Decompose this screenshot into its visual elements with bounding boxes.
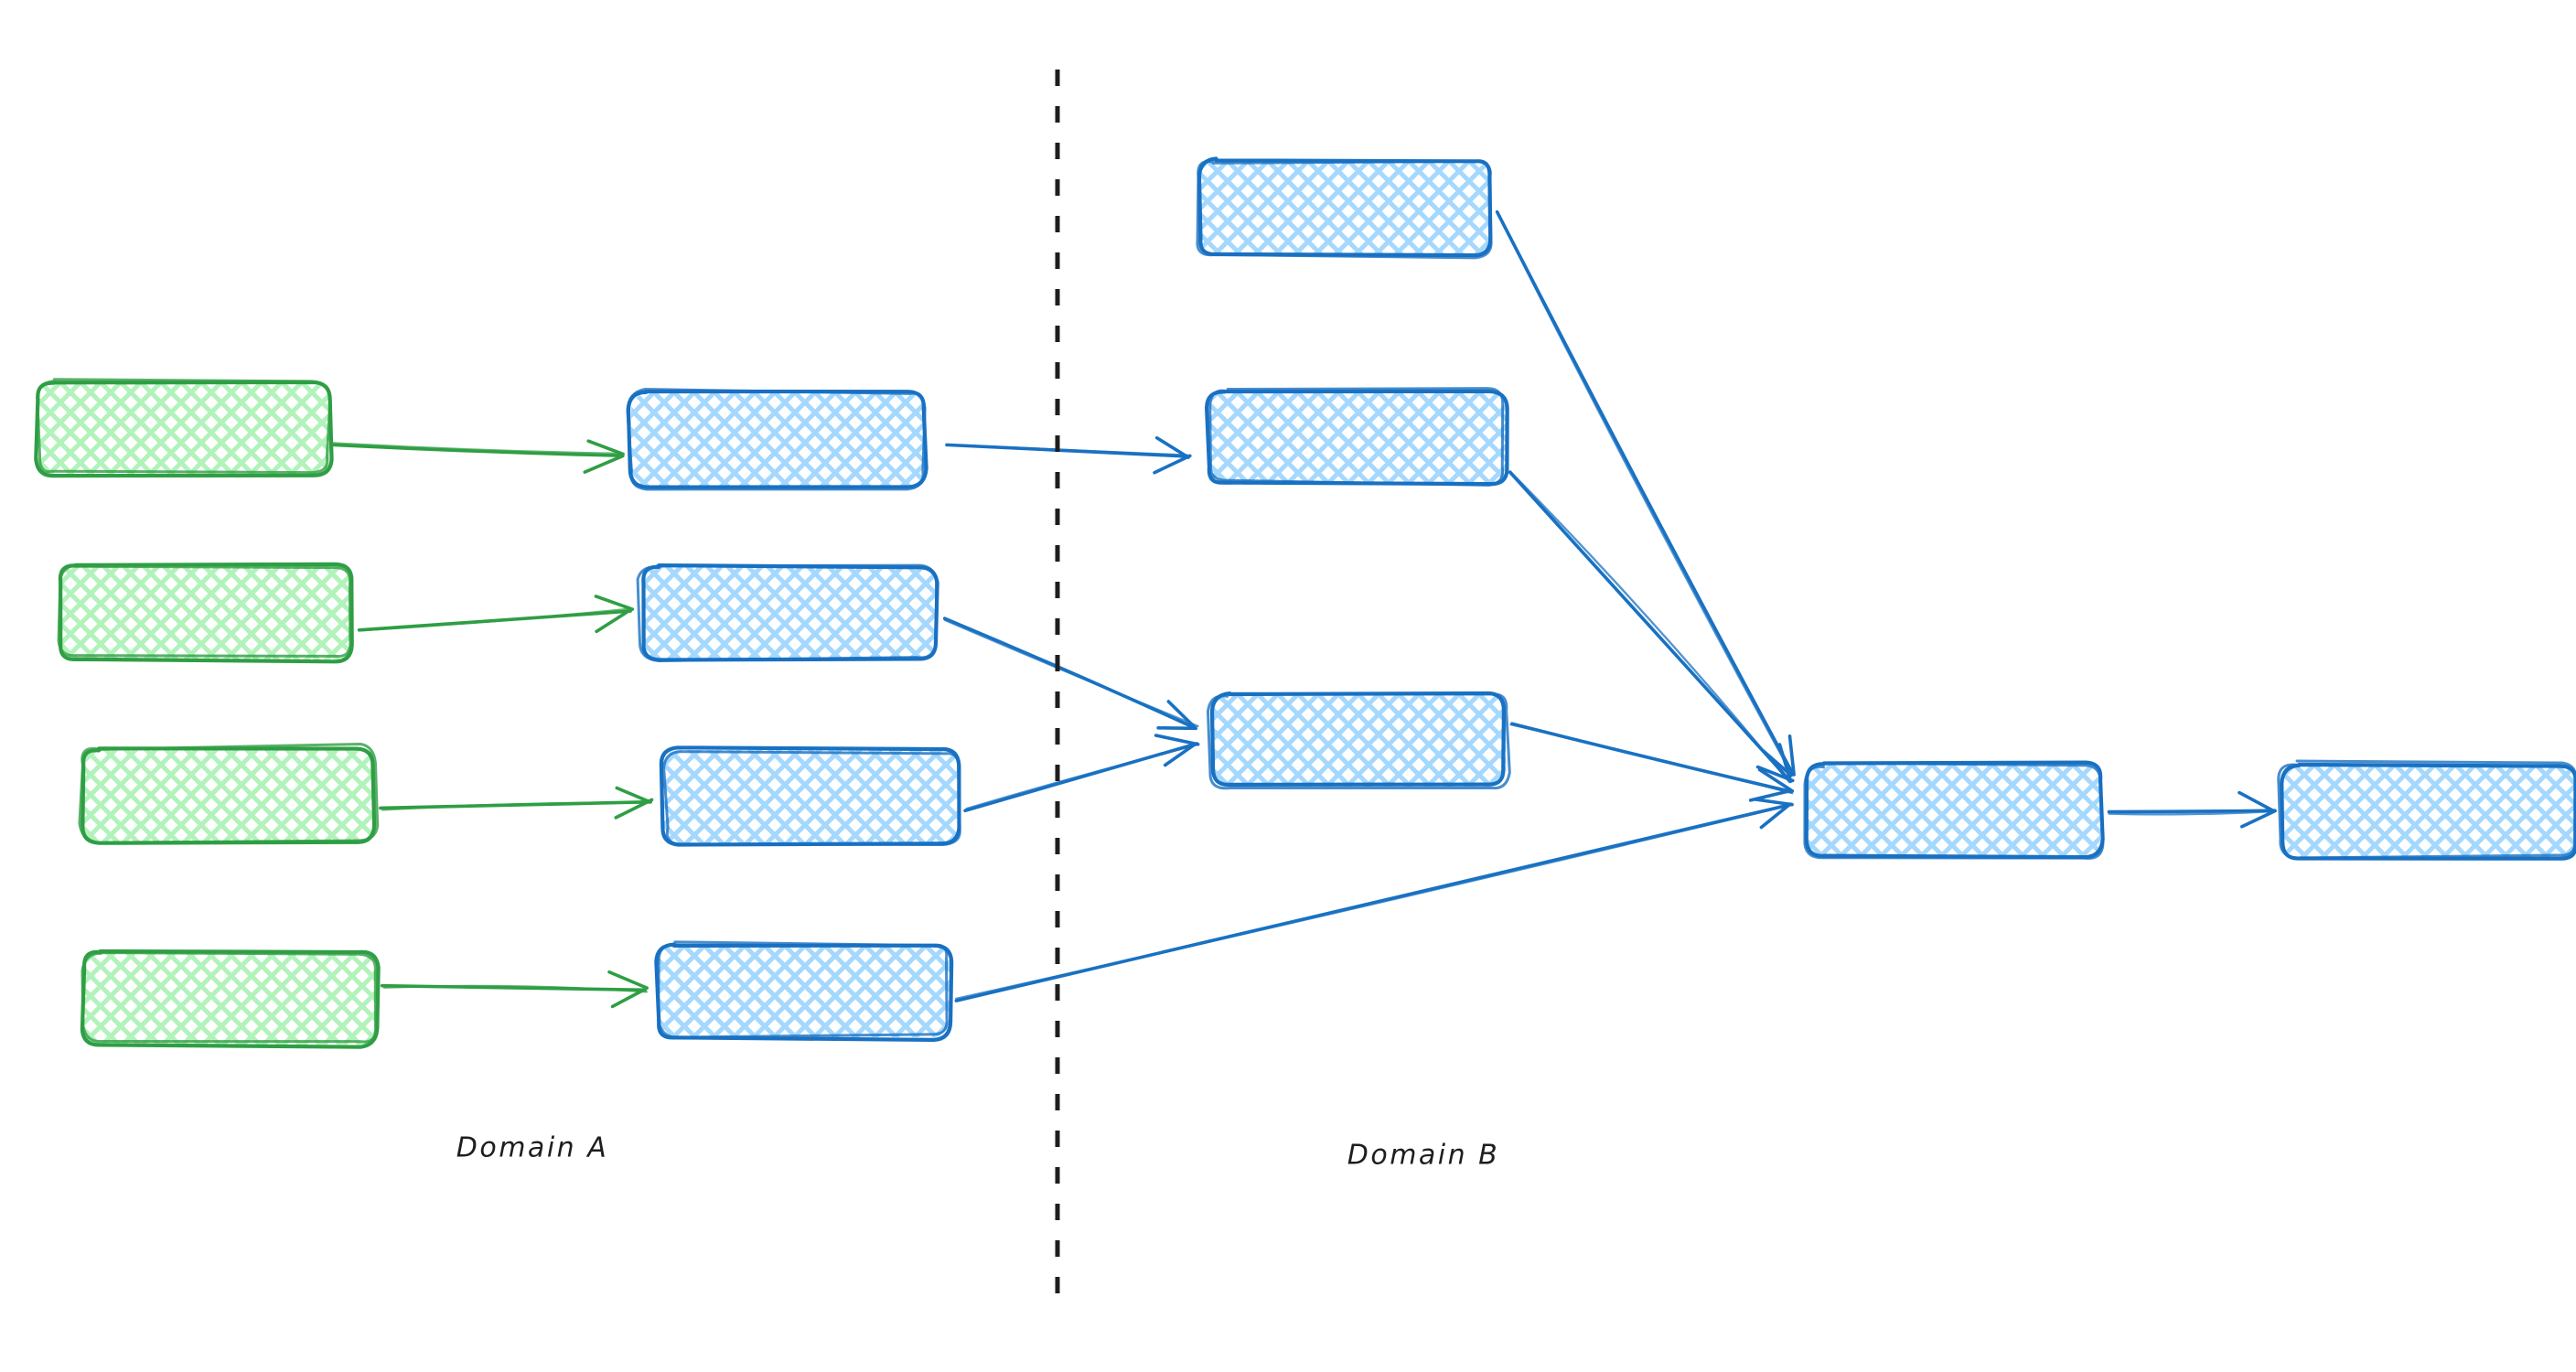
node-e1[interactable] (2277, 759, 2576, 861)
edge-stroke (2108, 810, 2273, 816)
arrowhead-barb-1 (2239, 809, 2277, 829)
node-outline (2277, 759, 2576, 860)
edge-stroke (955, 804, 1790, 1001)
arrowhead-barb-1 (1748, 788, 1793, 802)
edge-a4-b4[interactable] (380, 970, 649, 1009)
edge-stroke (965, 744, 1197, 810)
node-fill (84, 951, 377, 1045)
edge-d1-e1[interactable] (2107, 790, 2277, 829)
node-outline (657, 940, 949, 1039)
node-fill (60, 566, 353, 659)
node-outline (80, 746, 377, 845)
node-a1[interactable] (34, 378, 334, 478)
node-b1[interactable] (626, 387, 928, 491)
edge-stroke (358, 607, 631, 632)
edge-b2-c3[interactable] (942, 616, 1199, 731)
edge-stroke (1508, 470, 1791, 784)
edge-stroke (1496, 210, 1793, 776)
node-a2[interactable] (57, 562, 355, 664)
node-b3[interactable] (659, 745, 961, 847)
node-fill (657, 944, 950, 1037)
arrowhead-barb-2 (1777, 743, 1792, 782)
node-outline (36, 378, 332, 475)
node-outline (662, 750, 961, 846)
edge-stroke (943, 618, 1199, 728)
edge-c3-d1[interactable] (1509, 722, 1795, 802)
edge-stroke (331, 443, 625, 458)
node-outline (1208, 387, 1505, 487)
domain-a-label: Domain A (456, 1132, 608, 1164)
node-a3[interactable] (78, 743, 380, 845)
arrowhead-barb-1 (610, 987, 647, 1009)
node-c3[interactable] (1206, 691, 1511, 790)
edge-a1-b1[interactable] (331, 439, 625, 474)
arrowhead-barb-2 (1166, 700, 1197, 730)
arrowhead-barb-1 (1163, 742, 1197, 767)
edge-stroke (381, 801, 652, 811)
node-outline (1206, 691, 1511, 790)
arrowhead-barb-1 (1759, 802, 1792, 830)
domain-b-label: Domain B (1347, 1140, 1500, 1172)
edge-a3-b3[interactable] (379, 786, 654, 820)
node-fill (2283, 765, 2576, 858)
edge-stroke (1495, 209, 1795, 776)
arrowhead-barb-2 (2238, 790, 2276, 813)
node-fill (37, 382, 329, 476)
node-outline (1196, 159, 1493, 260)
node-outline (80, 950, 378, 1044)
edge-stroke (2107, 809, 2277, 814)
node-d1[interactable] (1803, 760, 2105, 860)
arrowhead-barb-1 (1755, 765, 1795, 783)
node-outline (1803, 761, 2105, 860)
edge-stroke (332, 442, 623, 456)
node-fill (82, 748, 375, 841)
edge-c2-d1[interactable] (1508, 470, 1795, 784)
node-outline (626, 387, 927, 491)
node-c2[interactable] (1204, 387, 1509, 487)
edge-stroke (382, 984, 648, 993)
node-outline (636, 563, 939, 662)
arrowhead-barb-2 (1754, 798, 1794, 807)
arrowhead-barb-2 (1154, 734, 1200, 746)
node-outline (78, 743, 380, 844)
edge-a2-b2[interactable] (357, 595, 635, 634)
arrowhead-barb-2 (1787, 734, 1796, 777)
node-fill (1808, 765, 2100, 858)
node-fill (1213, 693, 1506, 787)
node-c1[interactable] (1196, 156, 1493, 260)
edge-b1-c2[interactable] (945, 435, 1192, 475)
node-layer (34, 156, 2576, 1049)
arrowhead-barb-2 (1154, 435, 1190, 459)
node-outline (654, 942, 954, 1042)
node-b2[interactable] (636, 563, 939, 662)
arrowhead-barb-1 (583, 454, 625, 474)
arrowhead-barb-1 (595, 607, 633, 634)
node-fill (1209, 391, 1506, 485)
edge-c1-d1[interactable] (1495, 209, 1796, 777)
arrowhead-barb-2 (586, 439, 625, 456)
edge-b3-c3[interactable] (963, 734, 1200, 813)
node-b4[interactable] (654, 940, 954, 1042)
node-fill (662, 750, 959, 843)
node-a4[interactable] (80, 949, 381, 1049)
node-fill (631, 393, 924, 487)
node-fill (642, 567, 935, 660)
arrowhead-barb-1 (1153, 454, 1192, 475)
arrowhead-barb-2 (615, 786, 651, 804)
edge-b4-d1[interactable] (954, 798, 1794, 1002)
edge-stroke (1509, 723, 1794, 795)
node-outline (1209, 691, 1507, 787)
arrowhead-barb-2 (607, 970, 649, 990)
arrowhead-barb-1 (1156, 726, 1197, 731)
arrowhead-barb-1 (614, 798, 654, 820)
arrowhead-barb-2 (594, 595, 635, 611)
edge-stroke (946, 443, 1189, 456)
node-fill (1198, 161, 1491, 254)
edge-layer (331, 209, 2277, 1009)
arrowhead-barb-2 (1757, 767, 1795, 793)
node-outline (57, 563, 352, 658)
